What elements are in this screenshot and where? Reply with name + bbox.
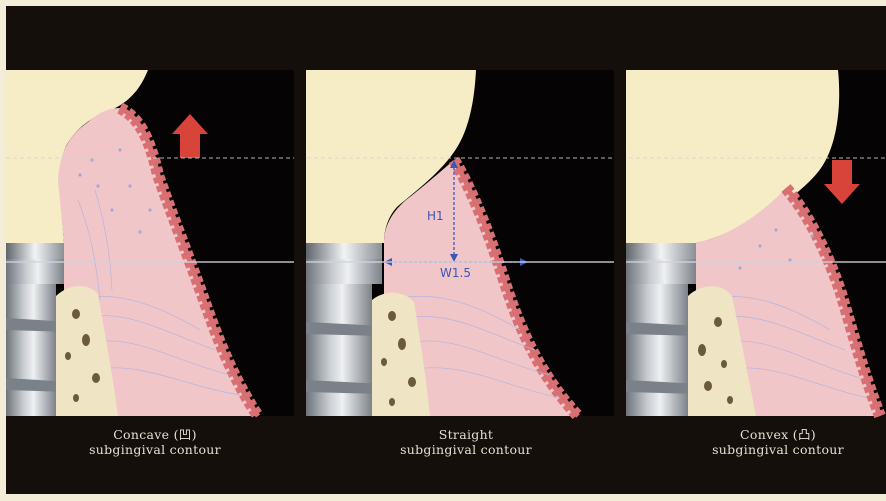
caption-straight-title: Straight: [356, 427, 576, 442]
caption-concave-title: Concave (凹): [45, 427, 265, 442]
panel-gap-2: [614, 70, 626, 416]
panel-concave: [6, 70, 294, 416]
implant-collar-straight: [306, 243, 382, 259]
implant-collar-concave: [6, 243, 64, 259]
height-label: H1: [427, 209, 444, 223]
panel-convex: [626, 70, 886, 416]
implant-body-concave: [6, 284, 56, 416]
caption-convex-glyph: 凸: [798, 427, 811, 442]
caption-convex-name: Convex: [740, 427, 788, 442]
caption-straight: Straight subgingival contour: [356, 427, 576, 457]
implant-body-straight: [306, 284, 372, 416]
caption-concave-glyph: 凹: [179, 427, 192, 442]
panel-gap-1: [294, 70, 306, 416]
caption-concave-subtitle: subgingival contour: [45, 442, 265, 457]
caption-convex: Convex (凸) subgingival contour: [668, 427, 886, 457]
caption-convex-subtitle: subgingival contour: [668, 442, 886, 457]
implant-collar-convex: [626, 243, 696, 259]
width-label: W1.5: [440, 266, 471, 280]
caption-convex-title: Convex (凸): [668, 427, 886, 442]
caption-concave: Concave (凹) subgingival contour: [45, 427, 265, 457]
implant-body-convex: [626, 284, 688, 416]
caption-straight-subtitle: subgingival contour: [356, 442, 576, 457]
panel-straight: [306, 70, 614, 416]
caption-concave-name: Concave: [113, 427, 169, 442]
